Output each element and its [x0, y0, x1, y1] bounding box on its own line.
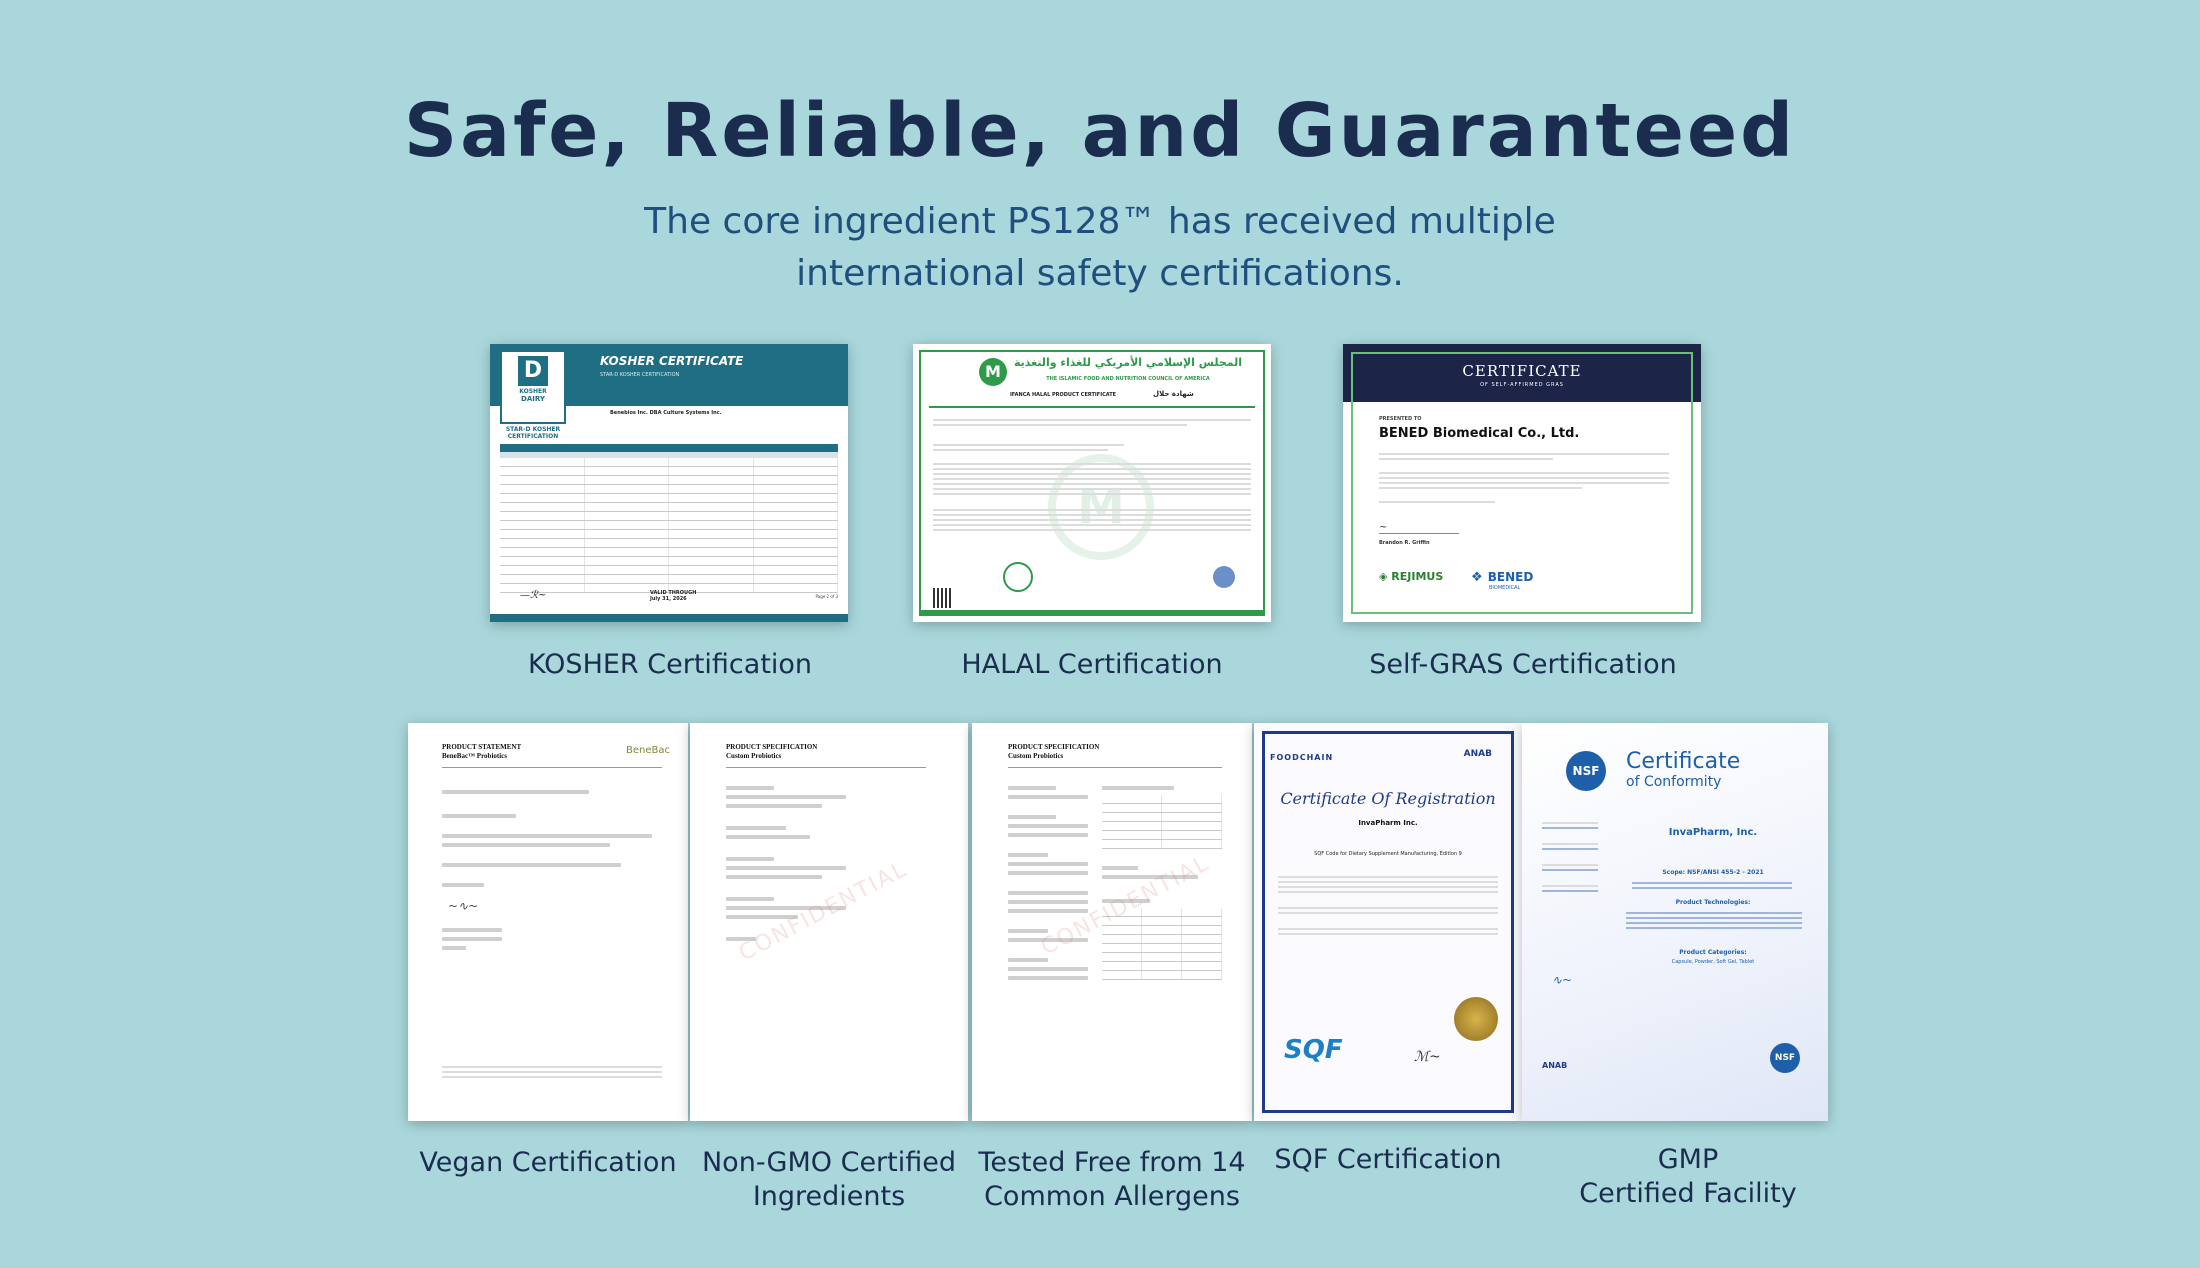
gras-brand-rejimus-label: REJIMUS — [1391, 570, 1444, 583]
gras-brand-rejimus: ◈ REJIMUS — [1379, 570, 1443, 583]
kosher-logo-caption-2: CERTIFICATION — [507, 433, 559, 440]
nsf-logo: NSF — [1566, 751, 1606, 791]
bened-icon: ❖ — [1471, 570, 1483, 585]
gras-brand-bened-sub: BIOMEDICAL — [1489, 585, 1521, 591]
halal-body — [933, 416, 1251, 534]
gmp-company: InvaPharm, Inc. — [1668, 827, 1758, 838]
rejimus-icon: ◈ — [1379, 570, 1392, 583]
gras-presented: PRESENTED TO — [1379, 416, 1422, 422]
allergen-caption: Tested Free from 14 Common Allergens — [962, 1146, 1262, 1214]
sqf-caption: SQF Certification — [1238, 1143, 1538, 1177]
halal-heading: IFANCA HALAL PRODUCT CERTIFICATE — [1009, 392, 1117, 398]
halal-qr-code — [933, 588, 953, 608]
non-gmo-spec-image: PRODUCT SPECIFICATION Custom Probiotics … — [690, 723, 968, 1121]
gmp-scope: Scope: NSF/ANSI 455-2 - 2021 — [1662, 869, 1764, 876]
gras-signer: Brandon R. Griffin — [1379, 540, 1430, 546]
sqf-company: InvaPharm Inc. — [1358, 819, 1418, 827]
allergen-spec-image: PRODUCT SPECIFICATION Custom Probiotics — [972, 723, 1252, 1121]
kosher-subheading: STAR-D KOSHER CERTIFICATION — [600, 372, 680, 378]
sqf-caption-line-1: SQF Certification — [1274, 1144, 1502, 1175]
halal-org: THE ISLAMIC FOOD AND NUTRITION COUNCIL O… — [1046, 376, 1210, 382]
halal-seal — [1003, 562, 1033, 592]
gmp-heading-line-1: Certificate — [1626, 749, 1741, 774]
gras-heading: CERTIFICATE — [1462, 362, 1582, 380]
gras-subheading: OF SELF-AFFIRMED GRAS — [1480, 382, 1564, 388]
gmp-tech: Product Technologies: — [1675, 899, 1751, 906]
sqf-code: SQF Code for Dietary Supplement Manufact… — [1314, 851, 1462, 857]
gmp-categories-value: Capsule, Powder, Soft Gel, Tablet — [1671, 959, 1755, 965]
gras-company: BENED Biomedical Co., Ltd. — [1379, 426, 1580, 441]
vegan-doc-signature: ~∿~ — [448, 899, 479, 913]
vegan-caption-line-1: Vegan Certification — [419, 1147, 677, 1178]
kosher-valid-label: VALID THROUGH — [650, 590, 697, 596]
gras-brand-bened-label: BENED — [1487, 570, 1534, 584]
kosher-company: Benebios Inc. DBA Culture Systems Inc. — [610, 410, 722, 416]
sqf-heading: Certificate Of Registration — [1280, 789, 1496, 808]
allergen-caption-line-1: Tested Free from 14 — [978, 1147, 1246, 1178]
sqf-seal — [1454, 997, 1498, 1041]
halal-globe-icon — [1213, 566, 1235, 588]
kosher-signature: —ℛ~ — [520, 590, 547, 601]
gmp-anab-logo: ANAB — [1542, 1061, 1568, 1070]
kosher-logo-caption-1: STAR-D KOSHER — [505, 426, 561, 433]
vegan-doc-brand: BeneBac — [626, 745, 670, 756]
kosher-logo-letter: D — [518, 356, 548, 386]
gmp-certificate-image: NSF Certificate of Conformity InvaPharm,… — [1522, 723, 1828, 1121]
sqf-signature: ℳ~ — [1414, 1049, 1441, 1065]
gmp-caption: GMP Certified Facility — [1538, 1143, 1838, 1211]
sqf-logo: SQF — [1284, 1035, 1343, 1065]
kosher-heading: KOSHER CERTIFICATE — [600, 354, 744, 368]
gmp-signature: ∿~ — [1552, 973, 1573, 987]
subtitle-line-2: international safety certifications. — [796, 253, 1404, 294]
nsf-small-logo: NSF — [1770, 1043, 1800, 1073]
allergen-caption-line-2: Common Allergens — [984, 1181, 1240, 1212]
kosher-logo: D KOSHER DAIRY — [500, 350, 566, 424]
kosher-caption: KOSHER Certification — [527, 649, 813, 680]
gmp-heading-line-2: of Conformity — [1626, 774, 1722, 790]
gras-body — [1379, 450, 1669, 506]
gras-signature: ~ — [1379, 522, 1459, 534]
gras-brand-bened: ❖ BENED BIOMEDICAL — [1471, 566, 1533, 591]
allergen-doc-subheading: Custom Probiotics — [1008, 752, 1064, 760]
gmp-caption-line-2: Certified Facility — [1579, 1178, 1797, 1209]
subtitle-line-1: The core ingredient PS128™ has received … — [644, 201, 1556, 242]
halal-arabic-right: شهادة حلال — [1153, 390, 1194, 398]
page-subtitle: The core ingredient PS128™ has received … — [550, 196, 1650, 300]
page-title: Safe, Reliable, and Guaranteed — [403, 88, 1797, 174]
vegan-statement-image: PRODUCT STATEMENT BeneBac™ Probiotics Be… — [408, 723, 688, 1121]
sqf-anab: ANAB — [1463, 749, 1492, 759]
sqf-certificate-image: FOODCHAIN ANAB Certificate Of Registrati… — [1254, 723, 1522, 1121]
sqf-brand: FOODCHAIN — [1270, 753, 1334, 762]
kosher-valid-date: July 31, 2026 — [650, 596, 687, 602]
gras-caption: Self-GRAS Certification — [1369, 649, 1677, 680]
kosher-logo-bottom: DAIRY — [521, 395, 545, 403]
kosher-logo-side: KOSHER — [519, 388, 547, 395]
halal-certificate-image: M المجلس الإسلامي الأمريكي للغذاء والتغذ… — [913, 344, 1271, 622]
vegan-doc-subheading: BeneBac™ Probiotics — [442, 752, 508, 760]
non-gmo-caption-line-2: Ingredients — [752, 1181, 906, 1212]
halal-arabic: المجلس الإسلامي الأمريكي للغذاء والتغذية — [1013, 356, 1243, 369]
halal-logo: M — [979, 358, 1007, 386]
non-gmo-doc-heading: PRODUCT SPECIFICATION — [726, 743, 818, 751]
allergen-spec-table — [1102, 781, 1222, 980]
vegan-doc-heading: PRODUCT STATEMENT — [442, 743, 522, 751]
gmp-caption-line-1: GMP — [1657, 1144, 1719, 1175]
kosher-certificate-image: D KOSHER DAIRY KOSHER CERTIFICATE STAR-D… — [490, 344, 848, 622]
halal-caption: HALAL Certification — [961, 649, 1223, 680]
vegan-caption: Vegan Certification — [398, 1146, 698, 1180]
non-gmo-caption: Non-GMO Certified Ingredients — [679, 1146, 979, 1214]
non-gmo-doc-subheading: Custom Probiotics — [726, 752, 782, 760]
kosher-page: Page 2 of 3 — [815, 594, 838, 599]
kosher-table — [500, 444, 838, 593]
non-gmo-caption-line-1: Non-GMO Certified — [701, 1147, 957, 1178]
gras-certificate-image: CERTIFICATE OF SELF-AFFIRMED GRAS PRESEN… — [1343, 344, 1701, 622]
allergen-doc-heading: PRODUCT SPECIFICATION — [1008, 743, 1100, 751]
gmp-categories: Product Categories: — [1679, 949, 1747, 956]
